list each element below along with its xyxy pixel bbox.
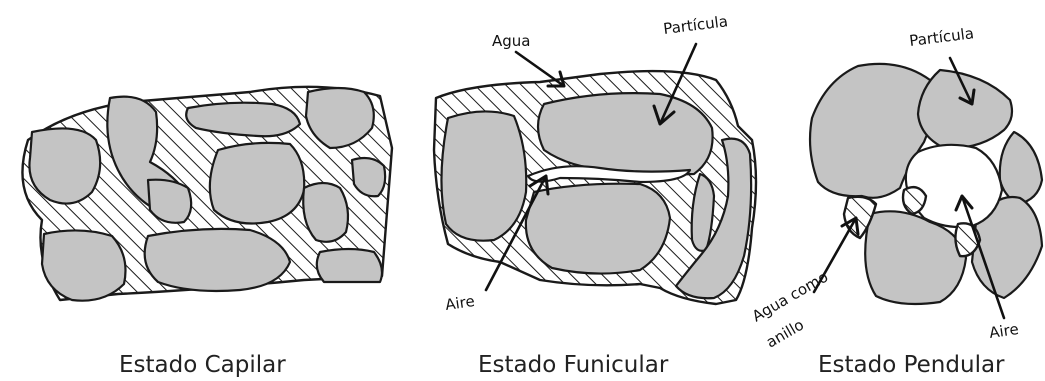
panel-capilar: Estado Capilar [22,87,392,378]
pendular-label-agua-line2: anillo [763,316,807,352]
capilar-grain [148,180,191,223]
pendular-label-agua-line1: Agua como [749,268,831,326]
funicular-label-particula: Partícula [662,12,729,38]
capilar-grain [303,183,348,242]
funicular-grain [526,184,670,274]
capilar-grain [317,249,382,282]
funicular-label-aire: Aire [444,292,476,314]
capilar-caption: Estado Capilar [119,352,286,378]
panel-pendular: Partícula Agua como anillo Aire Estado P… [749,24,1042,378]
pendular-label-particula: Partícula [908,24,975,50]
funicular-grain [441,111,526,240]
funicular-label-agua: Agua [492,32,530,50]
pendular-grain [918,70,1012,148]
panel-funicular: Agua Partícula Aire Estado Funicular [434,12,756,378]
capilar-grain [145,229,290,291]
pendular-grain [1000,132,1042,204]
capilar-grain [29,128,100,203]
capilar-grain [42,230,126,300]
pendular-arrow-agua [814,218,856,292]
pendular-caption: Estado Pendular [818,352,1005,378]
pendular-air-void [906,145,1002,227]
pendular-label-aire: Aire [988,320,1020,342]
funicular-caption: Estado Funicular [478,352,669,378]
capilar-grain [210,143,304,224]
